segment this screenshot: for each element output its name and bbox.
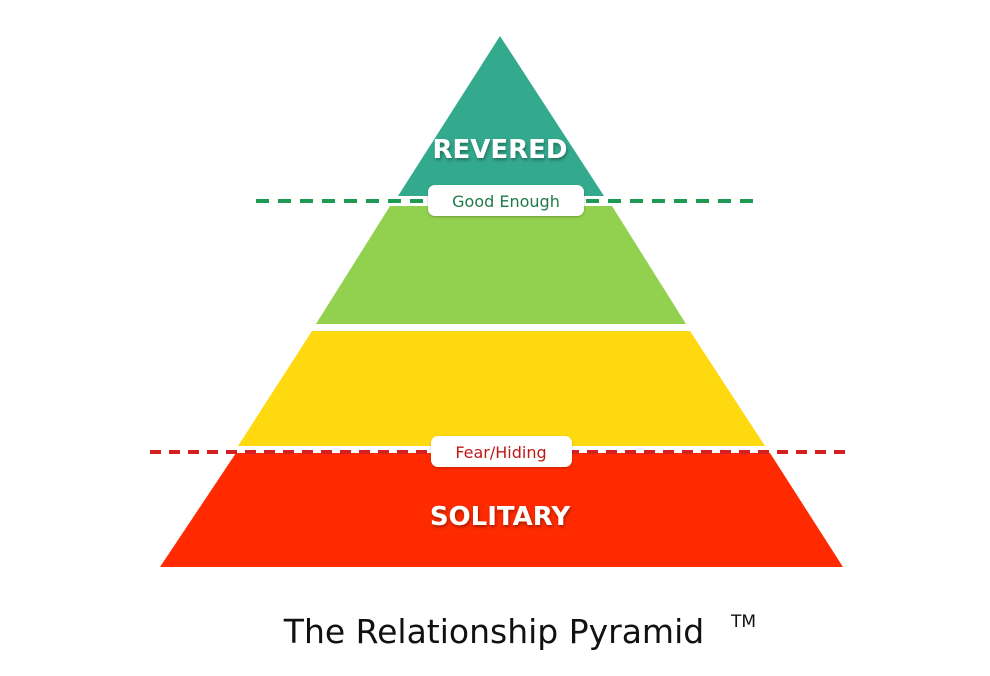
pyramid-tier-solitary	[160, 453, 843, 567]
good-enough-label: Good Enough	[452, 192, 560, 211]
pyramid-tier-lower-middle	[238, 331, 765, 446]
pyramid-tier-revered	[398, 36, 604, 196]
tier-label-revered: REVERED	[432, 135, 567, 165]
pyramid-tier-upper-middle	[316, 206, 686, 324]
good-enough-label-box	[428, 185, 584, 216]
pyramid-caption-title: The Relationship Pyramid	[283, 612, 704, 651]
tier-label-solitary: SOLITARY	[430, 502, 572, 532]
fear-hiding-label: Fear/Hiding	[455, 443, 546, 462]
fear-hiding-label-box	[431, 436, 572, 467]
trademark-symbol: TM	[730, 612, 756, 632]
